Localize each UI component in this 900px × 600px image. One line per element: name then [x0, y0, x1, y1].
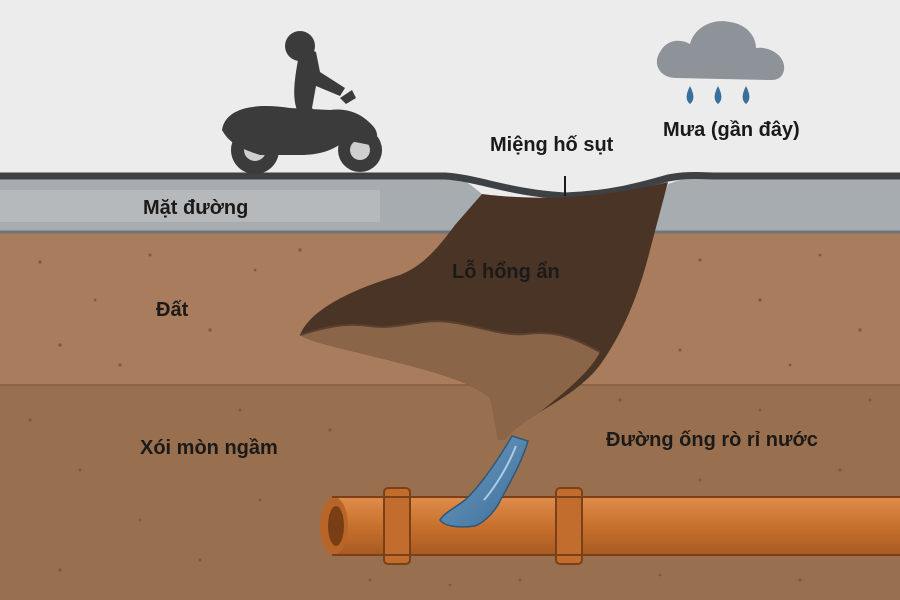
- road-label-band: [0, 190, 380, 222]
- soil-lower-layer: [0, 384, 900, 600]
- soil-speckles: [28, 248, 872, 587]
- pipe-joint-right: [555, 487, 583, 565]
- label-underground-erosion: Xói mòn ngầm: [140, 437, 278, 459]
- label-road-surface: Mặt đường: [143, 197, 248, 219]
- water-leak-icon: [439, 435, 529, 528]
- label-sinkhole-mouth: Miệng hố sụt: [490, 134, 614, 156]
- sky: [0, 0, 900, 178]
- cavity-floor-edge: [299, 320, 601, 353]
- pipe-joint-left: [383, 487, 411, 565]
- road-slab-right: [652, 176, 900, 232]
- road-surface-line: [0, 172, 900, 200]
- rain-drop: [686, 86, 694, 104]
- water-highlight: [483, 445, 517, 501]
- leaking-pipe: [320, 487, 900, 565]
- rain-drop: [714, 86, 722, 104]
- label-leaking-pipe: Đường ống rò rỉ nước: [606, 429, 818, 451]
- label-soil: Đất: [156, 299, 189, 321]
- rain-cloud-icon: [656, 21, 785, 104]
- label-hidden-cavity: Lỗ hổng ẩn: [452, 259, 560, 283]
- label-rain: Mưa (gần đây): [663, 119, 800, 141]
- motorbike-rider-icon: [222, 31, 382, 174]
- cavity-collapsed-soil: [300, 321, 600, 440]
- rain-drop: [742, 86, 750, 104]
